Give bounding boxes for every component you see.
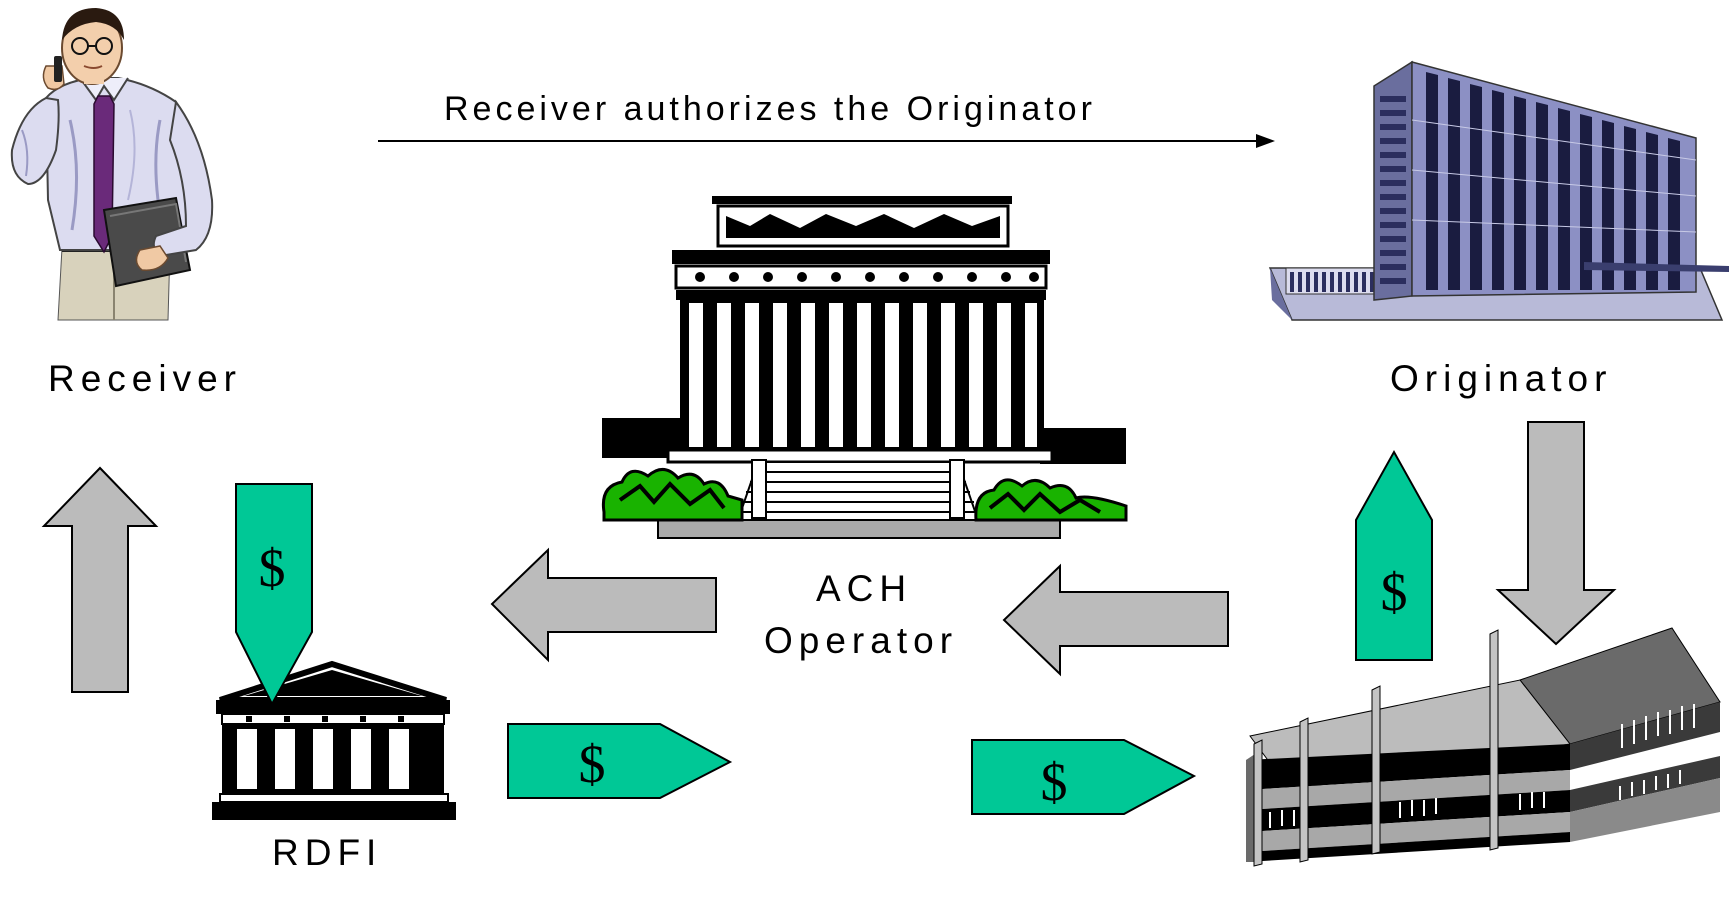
rdfi-label: RDFI xyxy=(272,832,383,873)
dollar-sign: $ xyxy=(259,538,286,598)
authorization-label: Receiver authorizes the Originator xyxy=(444,90,1096,128)
office-complex-icon xyxy=(1246,627,1721,867)
left-arrow-ach-to-rdfi xyxy=(490,547,717,663)
dollar-sign: $ xyxy=(1041,752,1068,812)
ach-operator-label-line2: Operator xyxy=(764,620,959,661)
down-arrow-originator-to-odfi xyxy=(1495,421,1617,646)
office-tower-icon xyxy=(1268,60,1729,321)
up-arrow-to-receiver xyxy=(41,466,159,693)
money-arrow-up-from-odfi: $ xyxy=(1355,449,1433,661)
federal-building-icon xyxy=(601,196,1128,539)
originator-label: Originator xyxy=(1390,358,1613,399)
money-arrow-down-to-rdfi: $ xyxy=(235,483,313,707)
businessman-phone-icon xyxy=(10,8,214,321)
money-arrow-right-ach-to-odfi: $ xyxy=(971,739,1197,815)
left-arrow-odfi-to-ach xyxy=(1002,563,1229,677)
bank-building-icon xyxy=(212,660,456,820)
dollar-sign: $ xyxy=(1381,562,1408,622)
money-arrow-right-rdfi-to-ach: $ xyxy=(507,723,733,799)
dollar-sign: $ xyxy=(579,734,606,794)
authorization-arrow xyxy=(378,134,1275,148)
ach-operator-label-line1: ACH xyxy=(816,568,913,609)
receiver-label: Receiver xyxy=(48,358,242,399)
